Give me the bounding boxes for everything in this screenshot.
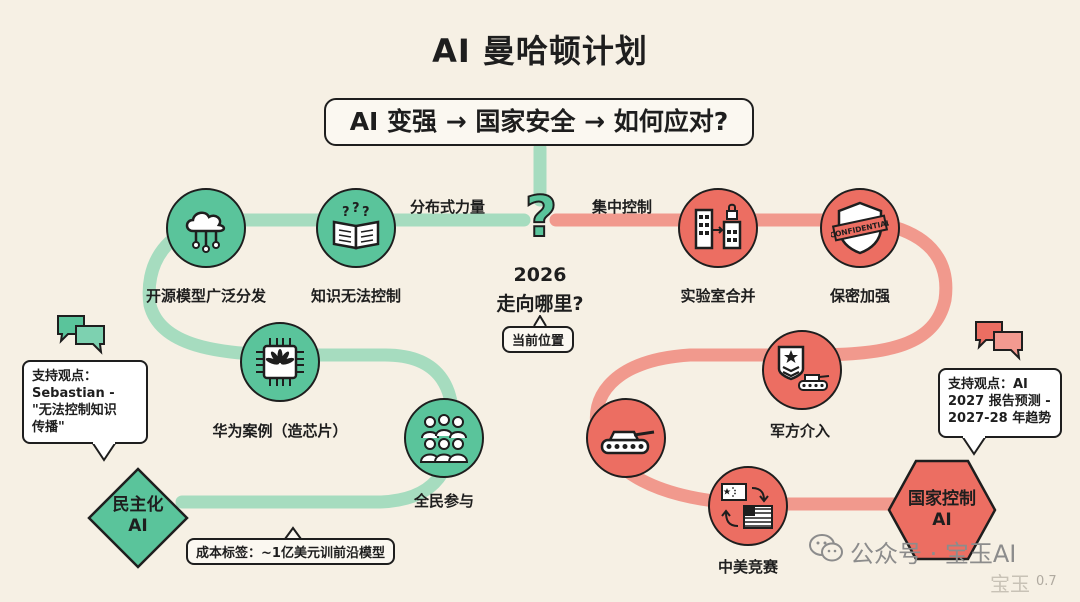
node-military-label: 军方介入 bbox=[769, 422, 830, 440]
pointer-caret-icon bbox=[533, 315, 547, 327]
watermark-corner-text: 宝玉 bbox=[990, 572, 1030, 596]
speech-bubbles-green-icon bbox=[57, 315, 105, 355]
endpoint-democratized-ai bbox=[87, 467, 189, 569]
node-open-source-label: 开源模型广泛分发 bbox=[145, 287, 266, 305]
military-insignia-tank-icon bbox=[777, 345, 830, 391]
node-public bbox=[404, 398, 484, 478]
node-race-label: 中美竞赛 bbox=[717, 558, 778, 576]
node-secrecy-label: 保密加强 bbox=[829, 287, 890, 305]
node-knowledge-label: 知识无法控制 bbox=[310, 287, 401, 305]
node-huawei bbox=[240, 322, 320, 402]
branch-label-distributed: 分布式力量 bbox=[410, 198, 486, 216]
right-bubble-tail bbox=[961, 436, 987, 456]
node-huawei-label: 华为案例（造芯片） bbox=[212, 422, 348, 440]
left-support-bubble: 支持观点： Sebastian - "无法控制知识 传播" bbox=[22, 360, 148, 444]
current-position-tag: 当前位置 bbox=[502, 326, 575, 353]
china-us-flags-icon bbox=[721, 483, 773, 529]
center-year: 2026 bbox=[513, 264, 567, 286]
endpoint-democratized-ai-label: 民主化 AI bbox=[112, 495, 164, 536]
node-lab-merge bbox=[678, 188, 758, 268]
node-tank bbox=[586, 398, 666, 478]
cost-tag: 成本标签：~1亿美元训前沿模型 bbox=[186, 538, 395, 565]
right-support-bubble: 支持观点：AI 2027 报告预测 - 2027-28 年趋势 bbox=[938, 368, 1062, 438]
buildings-merge-icon bbox=[694, 203, 742, 250]
node-military bbox=[762, 330, 842, 410]
branch-label-centralized: 集中控制 bbox=[592, 198, 653, 216]
endpoint-state-controlled-ai-label: 国家控制 AI bbox=[908, 489, 976, 530]
svg-text:?: ? bbox=[362, 205, 370, 220]
svg-text:?: ? bbox=[352, 201, 360, 216]
crowd-icon bbox=[419, 414, 469, 463]
central-question-box: AI 变强 → 国家安全 → 如何应对? bbox=[324, 98, 754, 146]
page-title: AI 曼哈顿计划 bbox=[432, 32, 648, 70]
open-book-question-icon: ? ? ? bbox=[332, 201, 380, 250]
cloud-network-icon bbox=[185, 211, 226, 253]
watermark-version: 0.7 bbox=[1036, 574, 1057, 589]
center-subtitle: 走向哪里? bbox=[496, 293, 584, 315]
speech-bubbles-red-icon bbox=[975, 321, 1023, 361]
left-bubble-tail bbox=[91, 442, 117, 462]
node-open-source bbox=[166, 188, 246, 268]
node-public-label: 全民参与 bbox=[413, 492, 474, 510]
node-lab-merge-label: 实验室合并 bbox=[680, 287, 756, 305]
cost-tag-caret-icon bbox=[284, 526, 302, 540]
wechat-icon bbox=[809, 534, 843, 562]
chip-huawei-icon bbox=[256, 338, 304, 386]
svg-text:?: ? bbox=[342, 205, 350, 220]
node-knowledge: ? ? ? bbox=[316, 188, 396, 268]
node-secrecy: CONFIDENTIAL bbox=[820, 188, 900, 268]
confidential-shield-icon: CONFIDENTIAL bbox=[831, 201, 889, 255]
tank-icon bbox=[600, 430, 655, 455]
endpoint-state-controlled-ai bbox=[887, 459, 997, 561]
question-mark-icon: ? bbox=[524, 185, 558, 251]
watermark-text: 公众号 · 宝玉AI bbox=[850, 540, 1017, 568]
node-race bbox=[708, 466, 788, 546]
